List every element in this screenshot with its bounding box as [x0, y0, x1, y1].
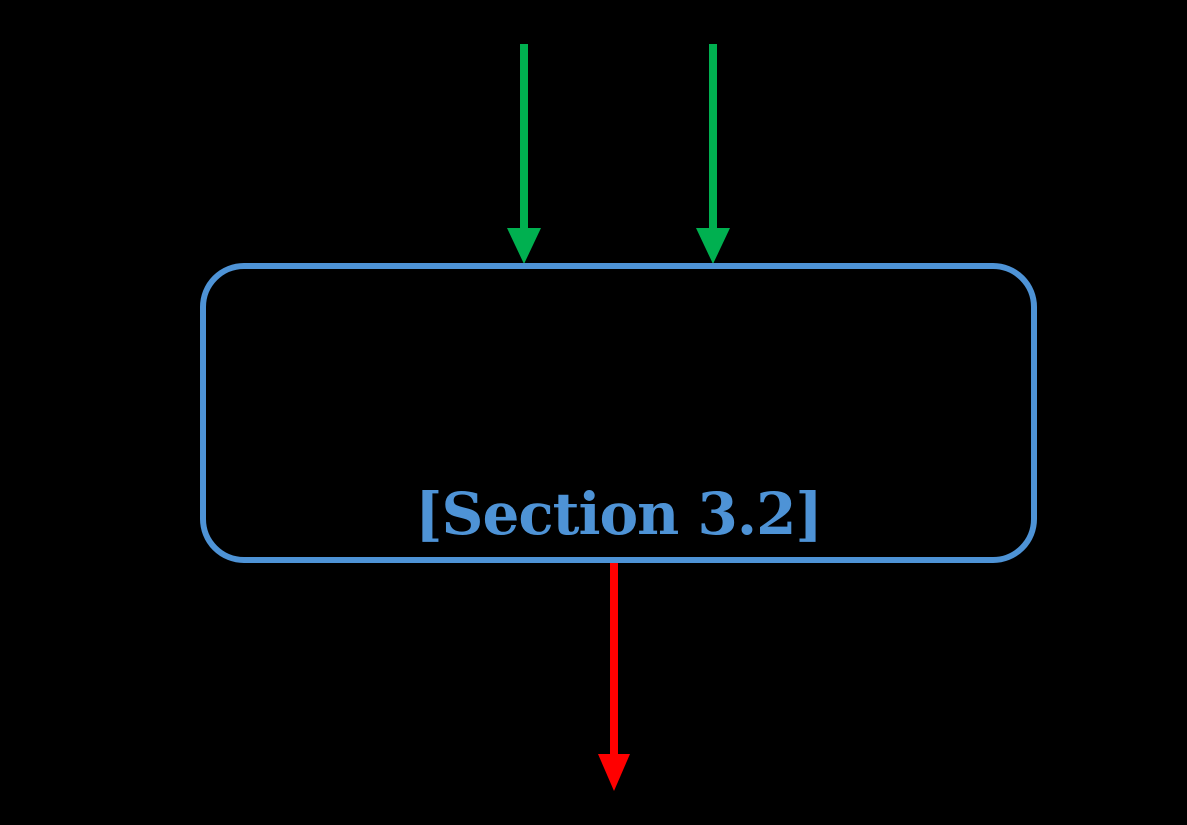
section-node-label: [Section 3.2]: [415, 480, 823, 548]
input-arrow-right-stem: [709, 44, 717, 230]
input-arrow-left-stem: [520, 44, 528, 230]
output-arrow-down-arrowhead-icon: [598, 754, 630, 791]
input-arrow-left-down-arrowhead-icon: [507, 228, 541, 264]
output-arrow-stem: [610, 563, 618, 755]
section-node: [Section 3.2]: [200, 263, 1037, 563]
input-arrow-right-down-arrowhead-icon: [696, 228, 730, 264]
